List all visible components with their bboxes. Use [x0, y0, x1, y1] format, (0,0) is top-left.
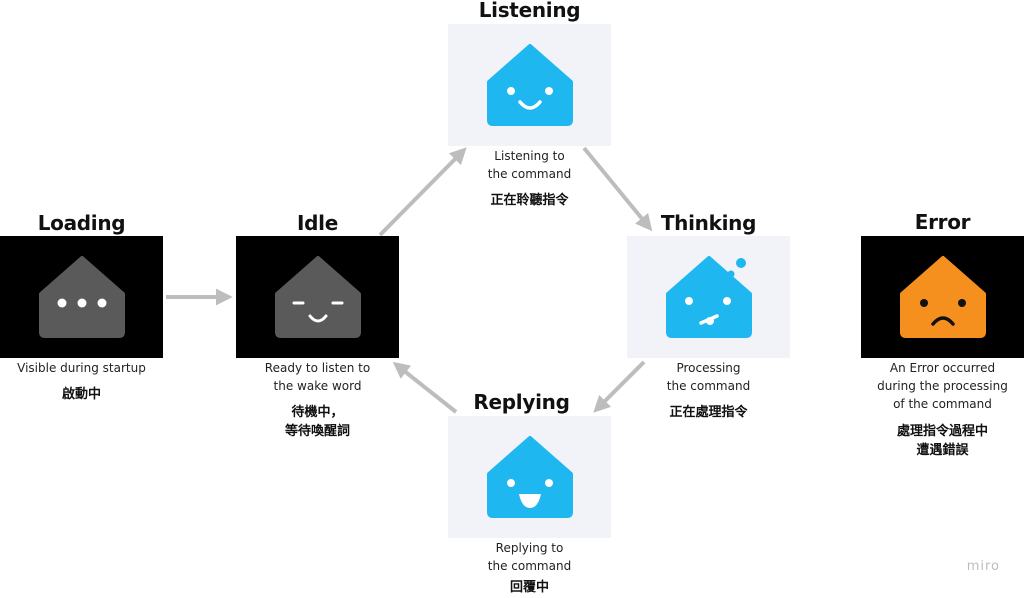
- idle-panel: [236, 236, 399, 358]
- listening-title: Listening: [478, 0, 581, 22]
- replying-panel: [448, 416, 611, 538]
- arrow-thinking-to-replying: [593, 360, 646, 413]
- loading-panel: [0, 236, 163, 358]
- thinking-title: Thinking: [660, 211, 757, 235]
- idle-zh: 待機中， 等待喚醒詞: [284, 405, 350, 439]
- error-panel: [861, 236, 1024, 358]
- replying-title: Replying: [473, 390, 570, 414]
- error-zh: 處理指令過程中 遭遇錯誤: [896, 424, 988, 458]
- thinking-caption: Processing the command: [666, 361, 751, 393]
- arrow-listening-to-thinking: [582, 146, 653, 232]
- listening-zh: 正在聆聽指令: [490, 193, 569, 208]
- error-caption: An Error occurred during the processing …: [877, 361, 1008, 411]
- thinking-house-icon: [666, 256, 752, 338]
- replying-caption: Replying to the command: [487, 541, 572, 573]
- thinking-panel: [627, 236, 790, 358]
- loading-caption: Visible during startup: [17, 361, 146, 375]
- idle-house-icon: [275, 256, 361, 338]
- error-house-icon: [900, 256, 986, 338]
- error-title: Error: [914, 210, 971, 234]
- idle-caption: Ready to listen to the wake word: [264, 361, 371, 393]
- listening-caption: Listening to the command: [487, 149, 572, 181]
- arrow-replying-to-idle: [392, 361, 458, 414]
- miro-watermark: miro: [966, 559, 1000, 574]
- loading-zh: 啟動中: [61, 387, 101, 402]
- replying-house-icon: [487, 436, 573, 518]
- arrow-idle-to-listening: [378, 147, 467, 237]
- thinking-zh: 正在處理指令: [669, 405, 748, 420]
- loading-house-icon: [39, 256, 125, 338]
- loading-title: Loading: [37, 211, 126, 235]
- listening-panel: [448, 24, 611, 146]
- replying-zh: 回覆中: [509, 580, 549, 595]
- idle-title: Idle: [297, 211, 338, 235]
- listening-house-icon: [487, 44, 573, 126]
